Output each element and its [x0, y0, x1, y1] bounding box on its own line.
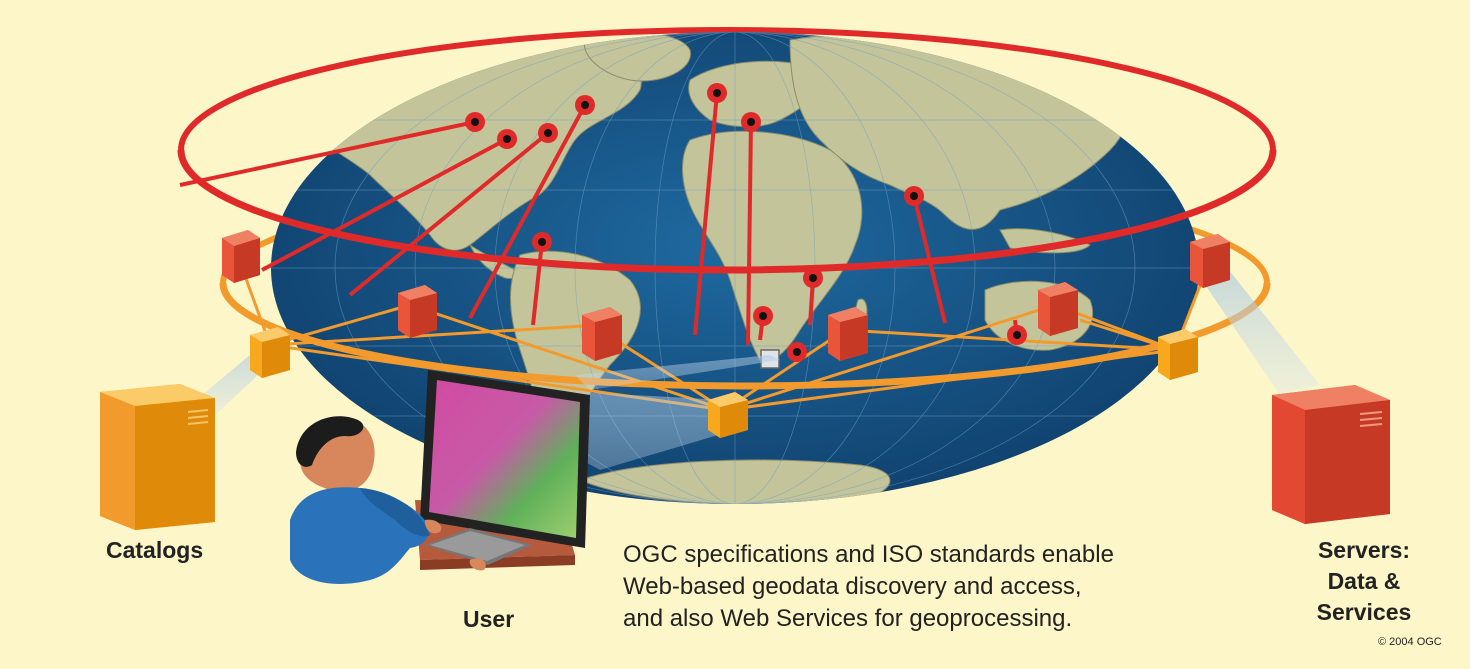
catalogs-label: Catalogs	[106, 537, 204, 563]
server-connections	[179, 92, 1019, 353]
server-beam	[1195, 265, 1320, 395]
catalog-icon	[250, 327, 290, 378]
location-pin-icon	[532, 232, 552, 252]
data-server-icon	[1272, 385, 1390, 524]
user-label: User	[463, 606, 515, 632]
user-workstation-icon	[290, 370, 590, 584]
server-ring	[177, 149, 1277, 274]
caption-line-1: OGC specifications and ISO standards ena…	[623, 541, 1114, 568]
server-icon	[398, 285, 437, 338]
location-pin-icon	[465, 112, 485, 132]
server-icon	[1038, 282, 1078, 336]
location-pin-icon	[1007, 325, 1027, 345]
location-pin-icon	[803, 268, 823, 288]
location-pin-icon	[575, 95, 595, 115]
caption-line-2: Web-based geodata discovery and access,	[623, 573, 1082, 600]
servers-label-line1: Servers:	[1317, 537, 1411, 563]
selection-beam	[575, 355, 780, 390]
location-pin-icon	[753, 306, 773, 326]
servers-label-line2: Data & Services	[1316, 568, 1412, 625]
location-pin-icon	[538, 123, 558, 143]
location-pins	[465, 83, 1027, 362]
server-icon	[582, 307, 622, 361]
caption-text: OGC specifications and ISO standards ena…	[623, 539, 1114, 635]
servers-label: Servers: Data & Services	[1278, 535, 1450, 628]
location-pin-icon	[904, 186, 924, 206]
location-pin-icon	[741, 112, 761, 132]
location-pin-icon	[497, 129, 517, 149]
location-pin-icon	[787, 342, 807, 362]
catalog-ring	[219, 282, 1271, 390]
server-icon	[222, 230, 260, 283]
server-icon	[1190, 234, 1230, 288]
server-icon	[828, 307, 868, 361]
catalog-server-icon	[100, 384, 215, 530]
catalog-icon	[1158, 329, 1198, 380]
location-pin-icon	[707, 83, 727, 103]
catalog-icon	[708, 392, 748, 438]
caption-line-3: and also Web Services for geoprocessing.	[623, 605, 1073, 632]
copyright-notice: © 2004 OGC	[1378, 636, 1442, 648]
